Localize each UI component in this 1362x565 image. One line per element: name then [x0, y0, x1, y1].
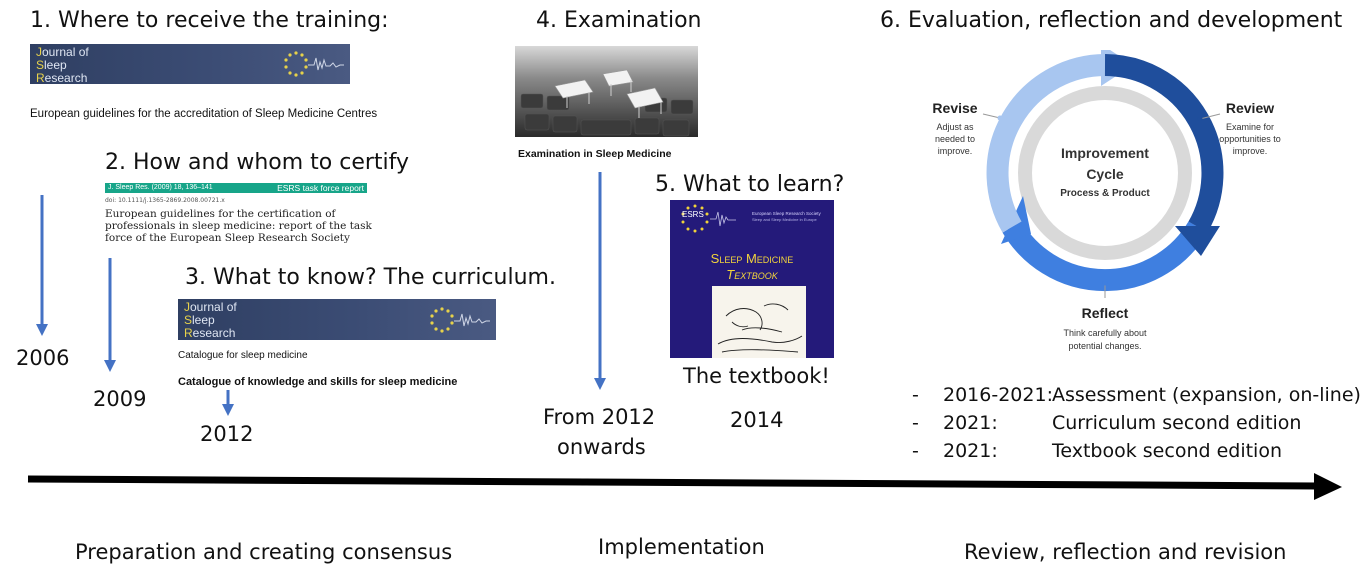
step6-title: 6. Evaluation, reflection and developmen…	[880, 8, 1343, 33]
cycle-revise-desc-1: Adjust as	[936, 122, 974, 132]
phase-review: Review, reflection and revision	[964, 540, 1287, 564]
timeline-arrowhead	[1314, 473, 1342, 500]
cycle-center-line3: Process & Product	[1060, 188, 1150, 199]
textbook-cover: ESRS European Sleep Research Society Sle…	[670, 200, 834, 358]
cycle-review-title: Review	[1226, 100, 1274, 116]
journal-banner-1: Journal of Sleep Research	[30, 44, 350, 85]
step2-title: 2. How and whom to certify	[105, 150, 410, 175]
society-name: European Sleep Research Society	[752, 211, 821, 216]
esrs-logo-icon	[284, 51, 344, 77]
reflect-connector-dot	[1102, 280, 1108, 286]
bullet-text: Curriculum second edition	[1052, 412, 1302, 434]
esrs-logo-icon	[430, 307, 490, 333]
improvement-cycle-diagram: Improvement Cycle Process & Product Revi…	[932, 50, 1281, 351]
bullet-dash: -	[912, 440, 919, 462]
exam-photo	[515, 46, 698, 137]
review-connector-dot	[1197, 116, 1203, 122]
review-connector	[1199, 113, 1221, 120]
bullet-year: 2021:	[943, 412, 998, 434]
bullet-text: Textbook second edition	[1052, 440, 1283, 462]
phase-preparation: Preparation and creating consensus	[75, 540, 453, 564]
journal-header-band: J. Sleep Res. (2009) 18, 136–141 ESRS ta…	[105, 183, 367, 193]
cycle-arrowhead-review	[1175, 226, 1220, 256]
year-2014: 2014	[730, 408, 784, 432]
cycle-review-desc-1: Examine for	[1226, 122, 1274, 132]
cycle-ring-inner	[1018, 86, 1192, 260]
revise-connector-dot	[997, 115, 1003, 121]
cycle-reflect-title: Reflect	[1082, 305, 1129, 321]
cycle-center-line2: Cycle	[1086, 166, 1124, 182]
cycle-review-desc-2: opportunities to	[1219, 134, 1281, 144]
cycle-reflect-desc-2: potential changes.	[1068, 341, 1141, 351]
cycle-center-line1: Improvement	[1061, 145, 1149, 161]
year-2009: 2009	[93, 387, 147, 411]
journal-reference: J. Sleep Res. (2009) 18, 136–141	[108, 184, 213, 191]
step4-caption: Examination in Sleep Medicine	[518, 148, 672, 160]
phase-implementation: Implementation	[598, 535, 765, 559]
textbook-title-line1: Sleep Medicine	[710, 251, 794, 266]
step5-title: 5. What to learn?	[655, 172, 845, 197]
step3-caption-small: Catalogue for sleep medicine	[178, 350, 308, 361]
step1-title: 1. Where to receive the training:	[30, 8, 389, 33]
timeline-line	[27, 475, 1319, 490]
doi-line: doi: 10.1111/j.1365-2869.2008.00721.x	[105, 197, 225, 204]
task-force-label: ESRS task force report	[277, 183, 364, 193]
year-onwards: onwards	[557, 435, 646, 459]
journal-banner-2: Journal of Sleep Research	[178, 299, 496, 340]
step1-caption: European guidelines for the accreditatio…	[30, 108, 378, 120]
bullet-year: 2021:	[943, 440, 998, 462]
bullet-dash: -	[912, 412, 919, 434]
step5-caption: The textbook!	[683, 364, 830, 388]
bullet-dash: -	[912, 384, 919, 406]
step4-title: 4. Examination	[536, 8, 702, 33]
year-from-2012: From 2012	[543, 405, 656, 429]
esrs-label: ESRS	[682, 210, 704, 219]
cycle-reflect-desc-1: Think carefully about	[1063, 328, 1147, 338]
revise-connector	[982, 113, 1001, 119]
cycle-revise-title: Revise	[932, 100, 977, 116]
cycle-revise-desc-3: improve.	[938, 146, 973, 156]
year-2012: 2012	[200, 422, 254, 446]
step3-caption: Catalogue of knowledge and skills for sl…	[178, 376, 458, 388]
cycle-review-desc-3: improve.	[1233, 146, 1268, 156]
cycle-arc-reflect	[1002, 221, 1208, 292]
bullet-text: Assessment (expansion, on-line)	[1052, 384, 1361, 406]
cycle-arc-revise	[986, 54, 1106, 233]
year-2006: 2006	[16, 346, 70, 370]
step3-title: 3. What to know? The curriculum.	[185, 265, 556, 290]
cycle-revise-desc-2: needed to	[935, 134, 975, 144]
bullet-year: 2016-2021:	[943, 384, 1053, 406]
esrs-logo-icon	[681, 204, 736, 233]
sleeping-person-illustration	[712, 286, 806, 358]
textbook-title-line2: Textbook	[726, 267, 778, 282]
society-subtitle: Sleep and Sleep Medicine in Europe	[752, 217, 817, 222]
paper-title: European guidelines for the certificatio…	[105, 208, 372, 244]
